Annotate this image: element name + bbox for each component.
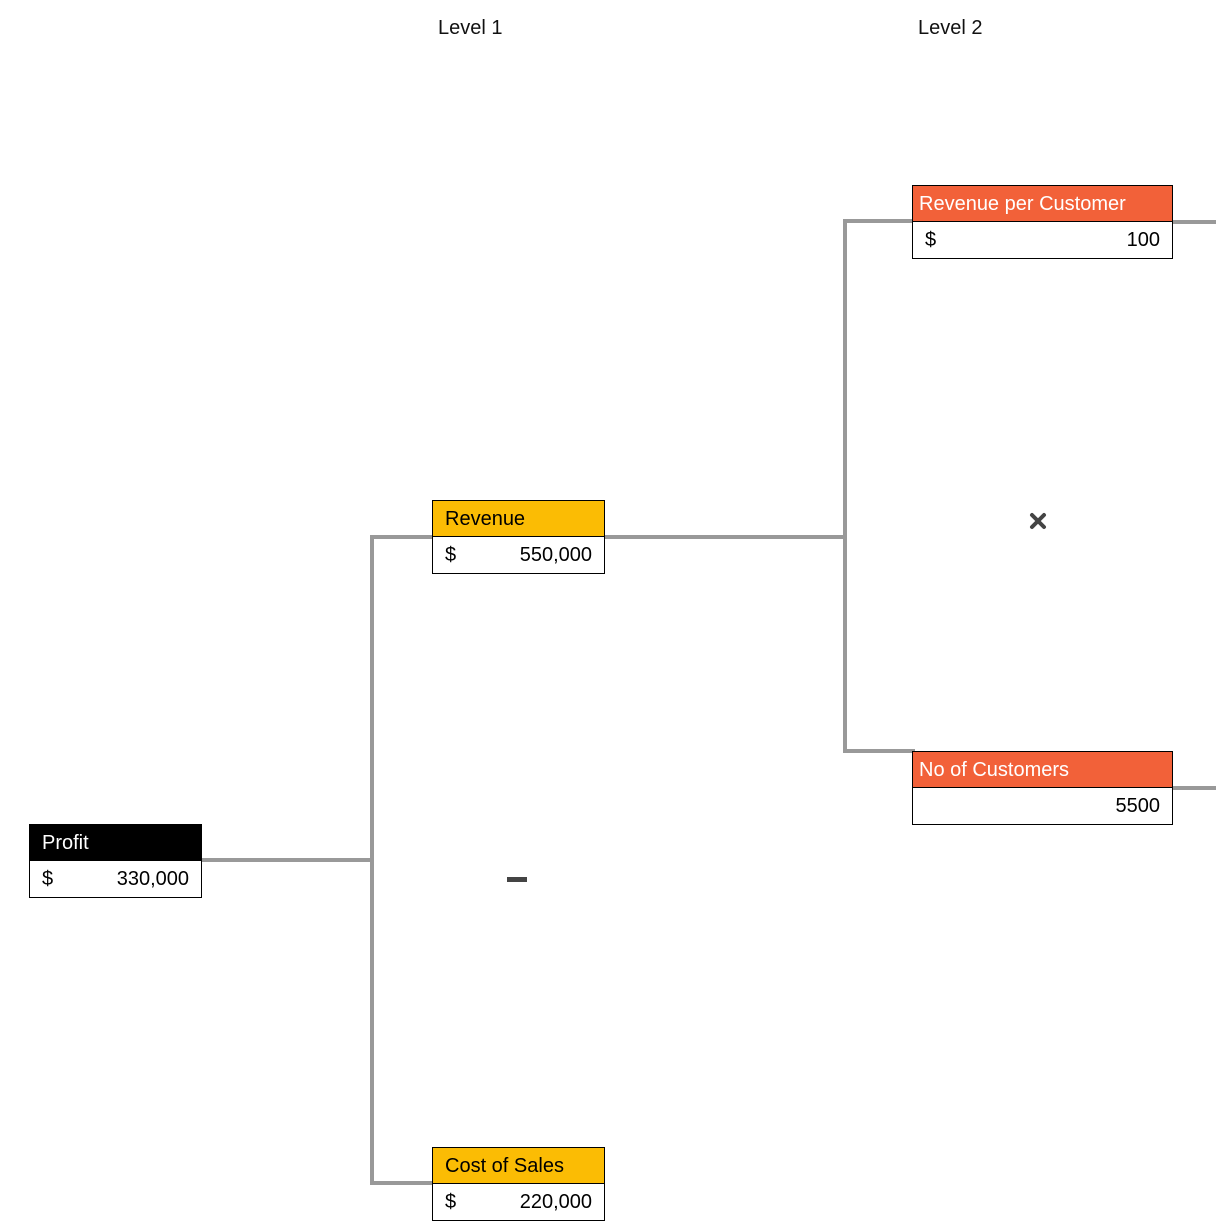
revenue-currency: $ — [445, 544, 457, 566]
minus-icon — [506, 866, 528, 899]
profit-node[interactable]: Profit $ 330,000 — [29, 824, 202, 898]
profit-value: 330,000 — [116, 868, 189, 890]
revenue-per-customer-value: 100 — [1126, 229, 1160, 251]
profit-currency: $ — [42, 868, 54, 890]
revenue-title: Revenue — [432, 500, 605, 536]
level-1-header: Level 1 — [438, 17, 503, 39]
revenue-value: 550,000 — [519, 544, 592, 566]
cost-of-sales-value-row: $ 220,000 — [432, 1183, 605, 1221]
no-of-customers-value-row: 5500 — [912, 787, 1173, 825]
no-of-customers-node[interactable]: No of Customers 5500 — [912, 751, 1173, 825]
cost-of-sales-value: 220,000 — [519, 1191, 592, 1213]
revenue-per-customer-title: Revenue per Customer — [912, 185, 1173, 221]
profit-value-row: $ 330,000 — [29, 860, 202, 898]
revenue-value-row: $ 550,000 — [432, 536, 605, 574]
no-of-customers-title: No of Customers — [912, 751, 1173, 787]
no-of-customers-value: 5500 — [1115, 795, 1161, 817]
multiply-icon — [1028, 508, 1050, 539]
revenue-per-customer-currency: $ — [925, 229, 937, 251]
revenue-node[interactable]: Revenue $ 550,000 — [432, 500, 605, 574]
cost-of-sales-title: Cost of Sales — [432, 1147, 605, 1183]
revenue-per-customer-node[interactable]: Revenue per Customer $ 100 — [912, 185, 1173, 259]
cost-of-sales-currency: $ — [445, 1191, 457, 1213]
profit-title: Profit — [29, 824, 202, 860]
cost-of-sales-node[interactable]: Cost of Sales $ 220,000 — [432, 1147, 605, 1221]
level-2-header: Level 2 — [918, 17, 983, 39]
revenue-per-customer-value-row: $ 100 — [912, 221, 1173, 259]
